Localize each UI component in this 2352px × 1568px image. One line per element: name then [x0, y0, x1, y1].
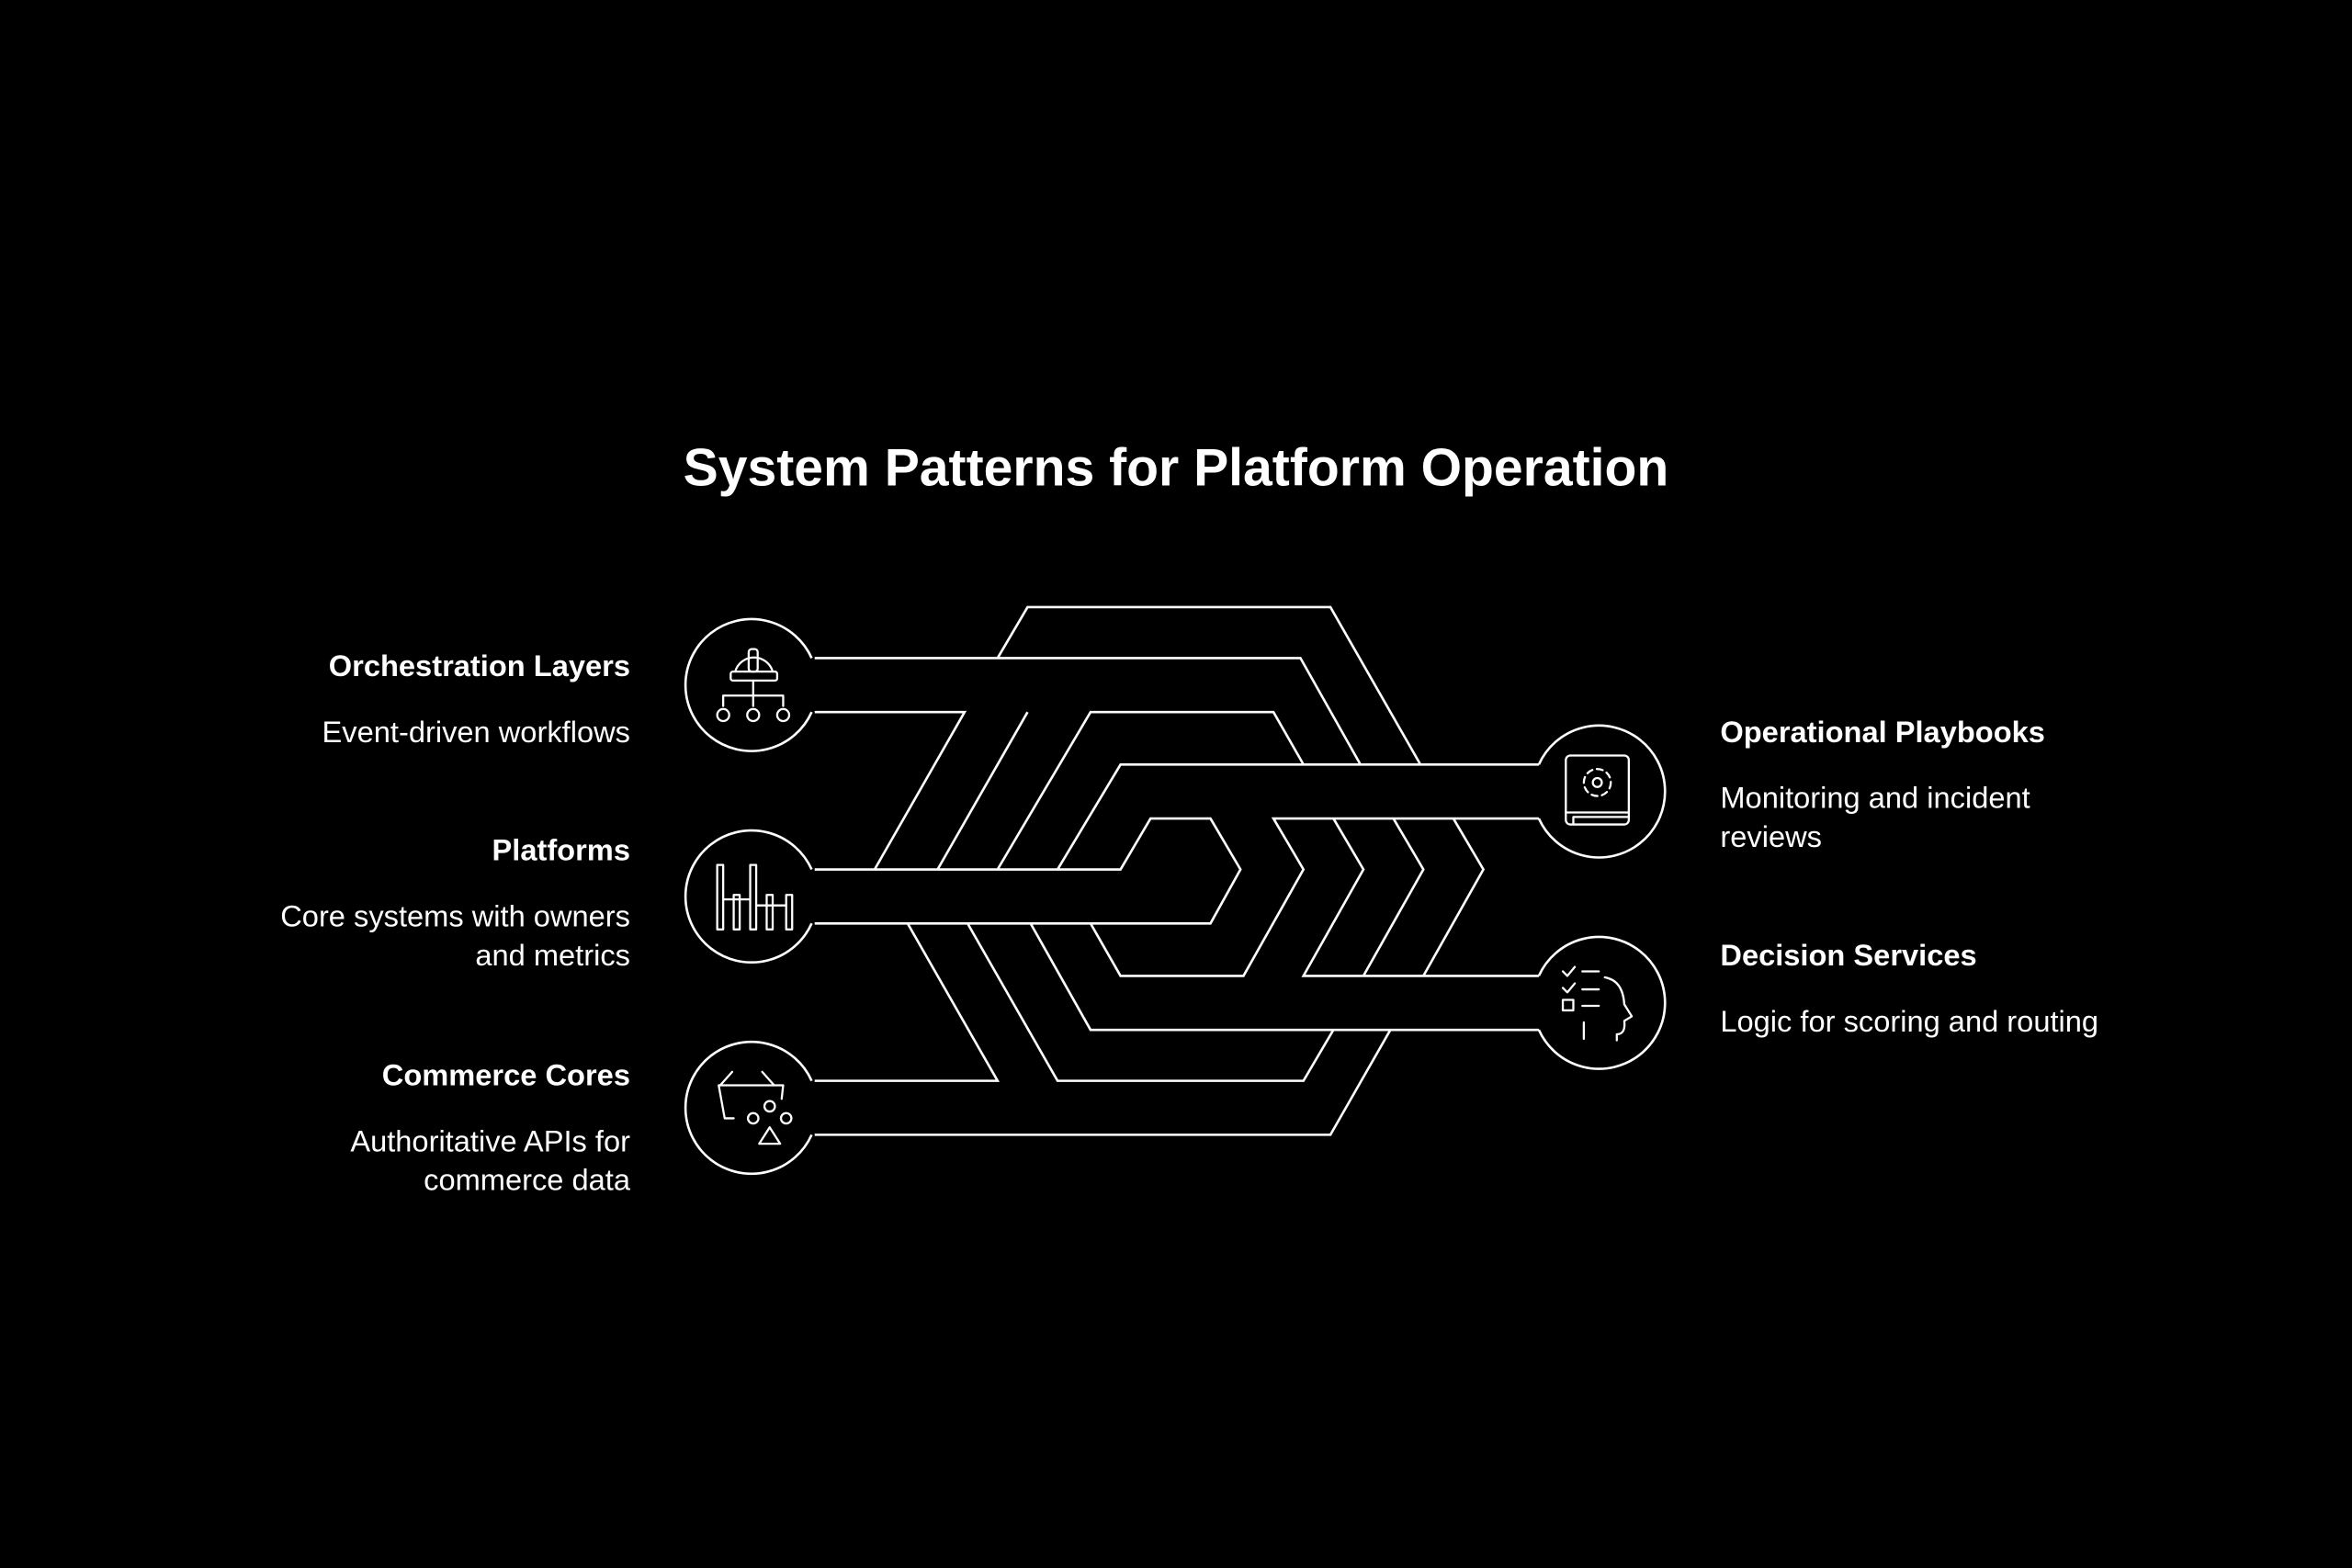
node-platforms: [684, 829, 813, 964]
item-description: and metrics: [475, 938, 630, 972]
item-description: Authoritative APIs for: [350, 1123, 630, 1157]
node-orchestration-layers: [684, 617, 813, 752]
item-description: reviews: [1720, 819, 1822, 853]
node-commerce-cores: [684, 1040, 813, 1176]
item-heading: Platforms: [492, 833, 629, 867]
item-description: Monitoring and incident: [1720, 781, 2030, 815]
item-commerce-cores: Commerce Cores Authoritative APIs for co…: [350, 1058, 631, 1197]
gear-book-icon: [1565, 754, 1630, 826]
node-decision-services: [1537, 935, 1667, 1070]
checklist-head-icon: [1561, 965, 1634, 1042]
page-title: System Patterns for Platform Operation: [684, 439, 1669, 498]
item-description: Event-driven workflows: [322, 715, 630, 749]
bars-structure-icon: [716, 863, 794, 931]
item-description: Core systems with owners: [280, 899, 630, 933]
item-heading: Commerce Cores: [382, 1058, 630, 1092]
item-operational-playbooks: Operational Playbooks Monitoring and inc…: [1720, 715, 2045, 853]
item-description: commerce data: [424, 1163, 631, 1197]
item-heading: Decision Services: [1720, 938, 1976, 972]
basket-shapes-icon: [718, 1070, 793, 1145]
node-operational-playbooks: [1537, 724, 1667, 859]
item-orchestration-layers: Orchestration Layers Event-driven workfl…: [322, 649, 630, 749]
item-heading: Orchestration Layers: [329, 649, 630, 682]
item-description: Logic for scoring and routing: [1720, 1004, 2098, 1038]
item-heading: Operational Playbooks: [1720, 715, 2045, 749]
item-platforms: Platforms Core systems with owners and m…: [280, 833, 630, 972]
hardhat-hierarchy-icon: [716, 648, 791, 723]
item-decision-services: Decision Services Logic for scoring and …: [1720, 938, 2098, 1038]
connector-lines: [814, 605, 1539, 1136]
